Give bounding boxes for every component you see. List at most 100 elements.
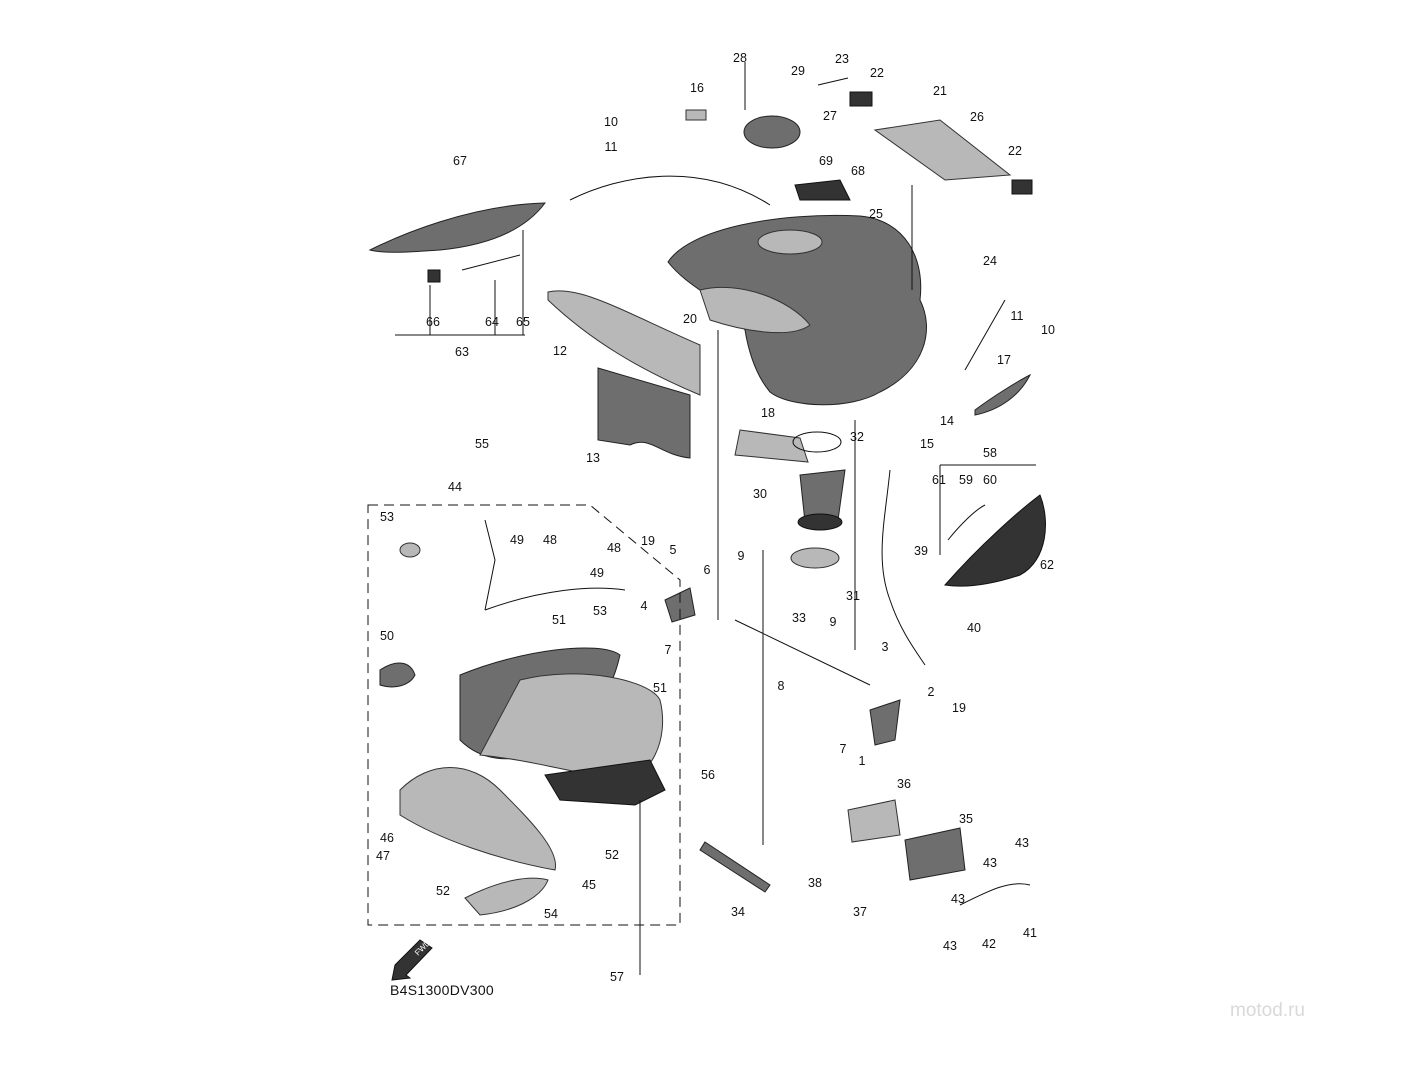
canister-36 xyxy=(847,799,901,843)
fuel-tank xyxy=(667,214,927,406)
part-66 xyxy=(427,269,441,283)
callout-13: 13 xyxy=(586,451,600,465)
strip-49 xyxy=(484,519,496,611)
callout-47: 47 xyxy=(376,849,390,863)
callout-5: 5 xyxy=(670,543,677,557)
callout-24: 24 xyxy=(983,254,997,268)
callout-64: 64 xyxy=(485,315,499,329)
cover-63 xyxy=(368,202,547,253)
diagram-code: B4S1300DV300 xyxy=(390,982,495,998)
callout-34: 34 xyxy=(731,905,745,919)
group-box-44 xyxy=(367,504,681,926)
callout-44: 44 xyxy=(448,480,462,494)
callout-51: 51 xyxy=(552,613,566,627)
callout-39: 39 xyxy=(914,544,928,558)
callout-32: 32 xyxy=(850,430,864,444)
pump-base xyxy=(797,513,843,531)
callout-20: 20 xyxy=(683,312,697,326)
callout-9: 9 xyxy=(830,615,837,629)
callout-43: 43 xyxy=(943,939,957,953)
strip-11r xyxy=(964,299,1006,371)
callout-60: 60 xyxy=(983,473,997,487)
panel-12 xyxy=(547,290,701,396)
callout-55: 55 xyxy=(475,437,489,451)
callout-57: 57 xyxy=(610,970,624,984)
callout-41: 41 xyxy=(1023,926,1037,940)
bracket-4 xyxy=(664,587,696,623)
callout-29: 29 xyxy=(791,64,805,78)
callout-15: 15 xyxy=(920,437,934,451)
callout-22: 22 xyxy=(1008,144,1022,158)
callout-2: 2 xyxy=(928,685,935,699)
callout-10: 10 xyxy=(1041,323,1055,337)
strip-17 xyxy=(974,373,1032,416)
callout-7: 7 xyxy=(840,742,847,756)
panel-13 xyxy=(597,367,691,459)
callout-58: 58 xyxy=(983,446,997,460)
callout-43: 43 xyxy=(1015,836,1029,850)
hose-39 xyxy=(881,469,926,666)
callout-69: 69 xyxy=(819,154,833,168)
callout-54: 54 xyxy=(544,907,558,921)
callout-7: 7 xyxy=(665,643,672,657)
callout-9: 9 xyxy=(738,549,745,563)
canister-35 xyxy=(904,827,966,881)
cover-56 xyxy=(544,759,666,806)
callout-48: 48 xyxy=(543,533,557,547)
callout-11: 11 xyxy=(1011,309,1024,323)
part-53 xyxy=(399,542,421,558)
callout-66: 66 xyxy=(426,315,440,329)
callout-45: 45 xyxy=(582,878,596,892)
callout-62: 62 xyxy=(1040,558,1054,572)
callout-67: 67 xyxy=(453,154,467,168)
callout-68: 68 xyxy=(851,164,865,178)
callout-18: 18 xyxy=(761,406,775,420)
callout-3: 3 xyxy=(882,640,889,654)
callout-26: 26 xyxy=(970,110,984,124)
callout-16: 16 xyxy=(690,81,704,95)
callout-63: 63 xyxy=(455,345,469,359)
callout-36: 36 xyxy=(897,777,911,791)
callout-48: 48 xyxy=(607,541,621,555)
callout-1: 1 xyxy=(859,754,866,768)
sheet-69-68 xyxy=(794,179,851,201)
callout-49: 49 xyxy=(590,566,604,580)
bushing-22b xyxy=(1011,179,1033,195)
callout-33: 33 xyxy=(792,611,806,625)
tank-filler-ring xyxy=(757,229,823,255)
callout-52: 52 xyxy=(436,884,450,898)
strip-59 xyxy=(947,504,986,541)
callout-6: 6 xyxy=(704,563,711,577)
rail-8 xyxy=(734,619,871,686)
callout-40: 40 xyxy=(967,621,981,635)
callout-49: 49 xyxy=(510,533,524,547)
callout-53: 53 xyxy=(380,510,394,524)
part-50 xyxy=(379,662,416,688)
side-cover-58 xyxy=(944,494,1046,587)
callout-10: 10 xyxy=(604,115,618,129)
fuel-cap xyxy=(743,115,801,149)
hose-42-41 xyxy=(959,883,1031,906)
callout-59: 59 xyxy=(959,473,973,487)
callout-61: 61 xyxy=(932,473,946,487)
callout-17: 17 xyxy=(997,353,1011,367)
strip-64 xyxy=(461,254,521,271)
callout-46: 46 xyxy=(380,831,394,845)
callout-52: 52 xyxy=(605,848,619,862)
callout-22: 22 xyxy=(870,66,884,80)
cowl-main xyxy=(479,673,664,781)
callout-38: 38 xyxy=(808,876,822,890)
strip-49b xyxy=(484,587,626,611)
callout-43: 43 xyxy=(951,892,965,906)
callout-11: 11 xyxy=(605,140,618,154)
gasket-31 xyxy=(790,547,840,569)
callout-50: 50 xyxy=(380,629,394,643)
label-16 xyxy=(685,109,707,121)
watermark-text: motod.ru xyxy=(1230,1000,1305,1021)
callout-labels: 2829232221262216271011696867252411102012… xyxy=(376,51,1055,984)
bushing-22 xyxy=(849,91,873,107)
callout-43: 43 xyxy=(983,856,997,870)
callout-8: 8 xyxy=(778,679,785,693)
tank-side-panel xyxy=(699,286,811,334)
